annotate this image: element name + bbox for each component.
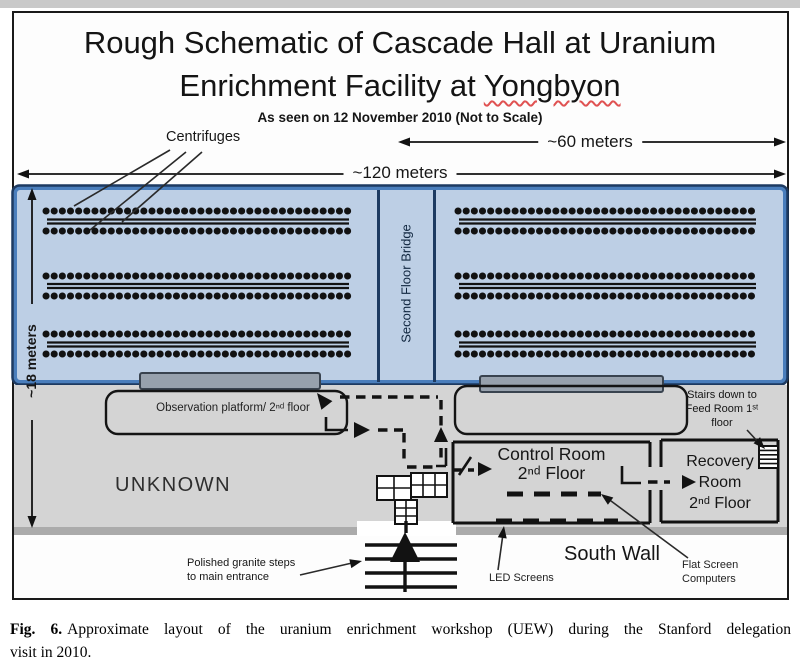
observation-platform-label: Observation platform/ 2ⁿᵈ floor xyxy=(156,402,310,414)
centrifuges-pointer-1 xyxy=(73,149,171,207)
flat-screen-pointer xyxy=(606,497,689,559)
control-door-swing xyxy=(457,456,473,476)
south-wall-label: South Wall xyxy=(564,543,660,565)
led-screens-label: LED Screens xyxy=(489,572,554,584)
dimension-18m xyxy=(27,188,37,528)
stairs-icon-recovery xyxy=(758,445,779,469)
observation-platform-left xyxy=(104,389,349,436)
arrow-right-from-platform xyxy=(354,422,370,438)
second-floor-bridge-label: Second Floor Bridge xyxy=(398,224,414,343)
stairs-down-label: Stairs down to Feed Room 1ˢᵗ floor xyxy=(685,389,759,429)
diagram-title: Rough Schematic of Cascade Hall at Urani… xyxy=(0,21,800,107)
dimension-18m-label: ~18 meters xyxy=(22,324,39,398)
arrow-into-control-room xyxy=(478,462,492,476)
centrifuge-rows-left xyxy=(42,207,354,358)
dimension-120m-label: ~120 meters xyxy=(343,163,457,183)
flat-screen-computers-label: Flat Screen Computers xyxy=(682,559,739,585)
unknown-area-label: UNKNOWN xyxy=(114,474,232,496)
pointer-lines xyxy=(73,149,765,576)
diagram-subtitle: As seen on 12 November 2010 (Not to Scal… xyxy=(257,110,543,125)
granite-steps-label: Polished granite steps to main entrance xyxy=(187,557,296,583)
arrow-into-platform xyxy=(317,393,333,410)
caption-line-1: Fig. 6.Approximate layout of the uranium… xyxy=(10,621,791,638)
title-line-2: Enrichment Facility at Yongbyon xyxy=(179,68,621,103)
dimension-60m-label: ~60 meters xyxy=(538,132,642,152)
granite-pointer xyxy=(299,562,353,576)
control-room-label: Control Room 2ⁿᵈ Floor xyxy=(497,444,606,483)
centrifuge-rows-right xyxy=(454,207,761,358)
entrance-steps xyxy=(365,521,457,592)
recovery-room xyxy=(659,438,780,524)
figure-caption: Fig. 6.Approximate layout of the uranium… xyxy=(10,619,791,664)
arrow-into-recovery-room xyxy=(682,475,696,489)
centrifuges-pointer-3 xyxy=(121,151,203,223)
figure-number: Fig. 6. xyxy=(10,621,63,638)
yongbyon-misspell-underline: Yongbyon xyxy=(483,68,621,103)
observation-window-left xyxy=(139,372,321,390)
page-top-band xyxy=(0,0,800,8)
entrance-arrow-head xyxy=(390,532,420,562)
title-line-1: Rough Schematic of Cascade Hall at Urani… xyxy=(83,25,717,60)
observation-window-right xyxy=(479,375,664,393)
caption-line-2: visit in 2010. xyxy=(10,643,92,661)
recovery-room-label: Recovery Room 2ⁿᵈ Floor xyxy=(686,453,754,512)
centrifuges-label: Centrifuges xyxy=(166,129,241,145)
arrow-up-mid xyxy=(434,427,448,442)
visitor-route xyxy=(317,393,696,524)
observation-platform-right xyxy=(453,384,689,436)
centrifuges-pointer-2 xyxy=(89,151,187,231)
door-mark-between-rooms xyxy=(620,466,641,485)
control-door-jamb xyxy=(436,448,448,468)
stairwell-icon-center xyxy=(376,472,448,525)
led-pointer xyxy=(497,533,504,571)
